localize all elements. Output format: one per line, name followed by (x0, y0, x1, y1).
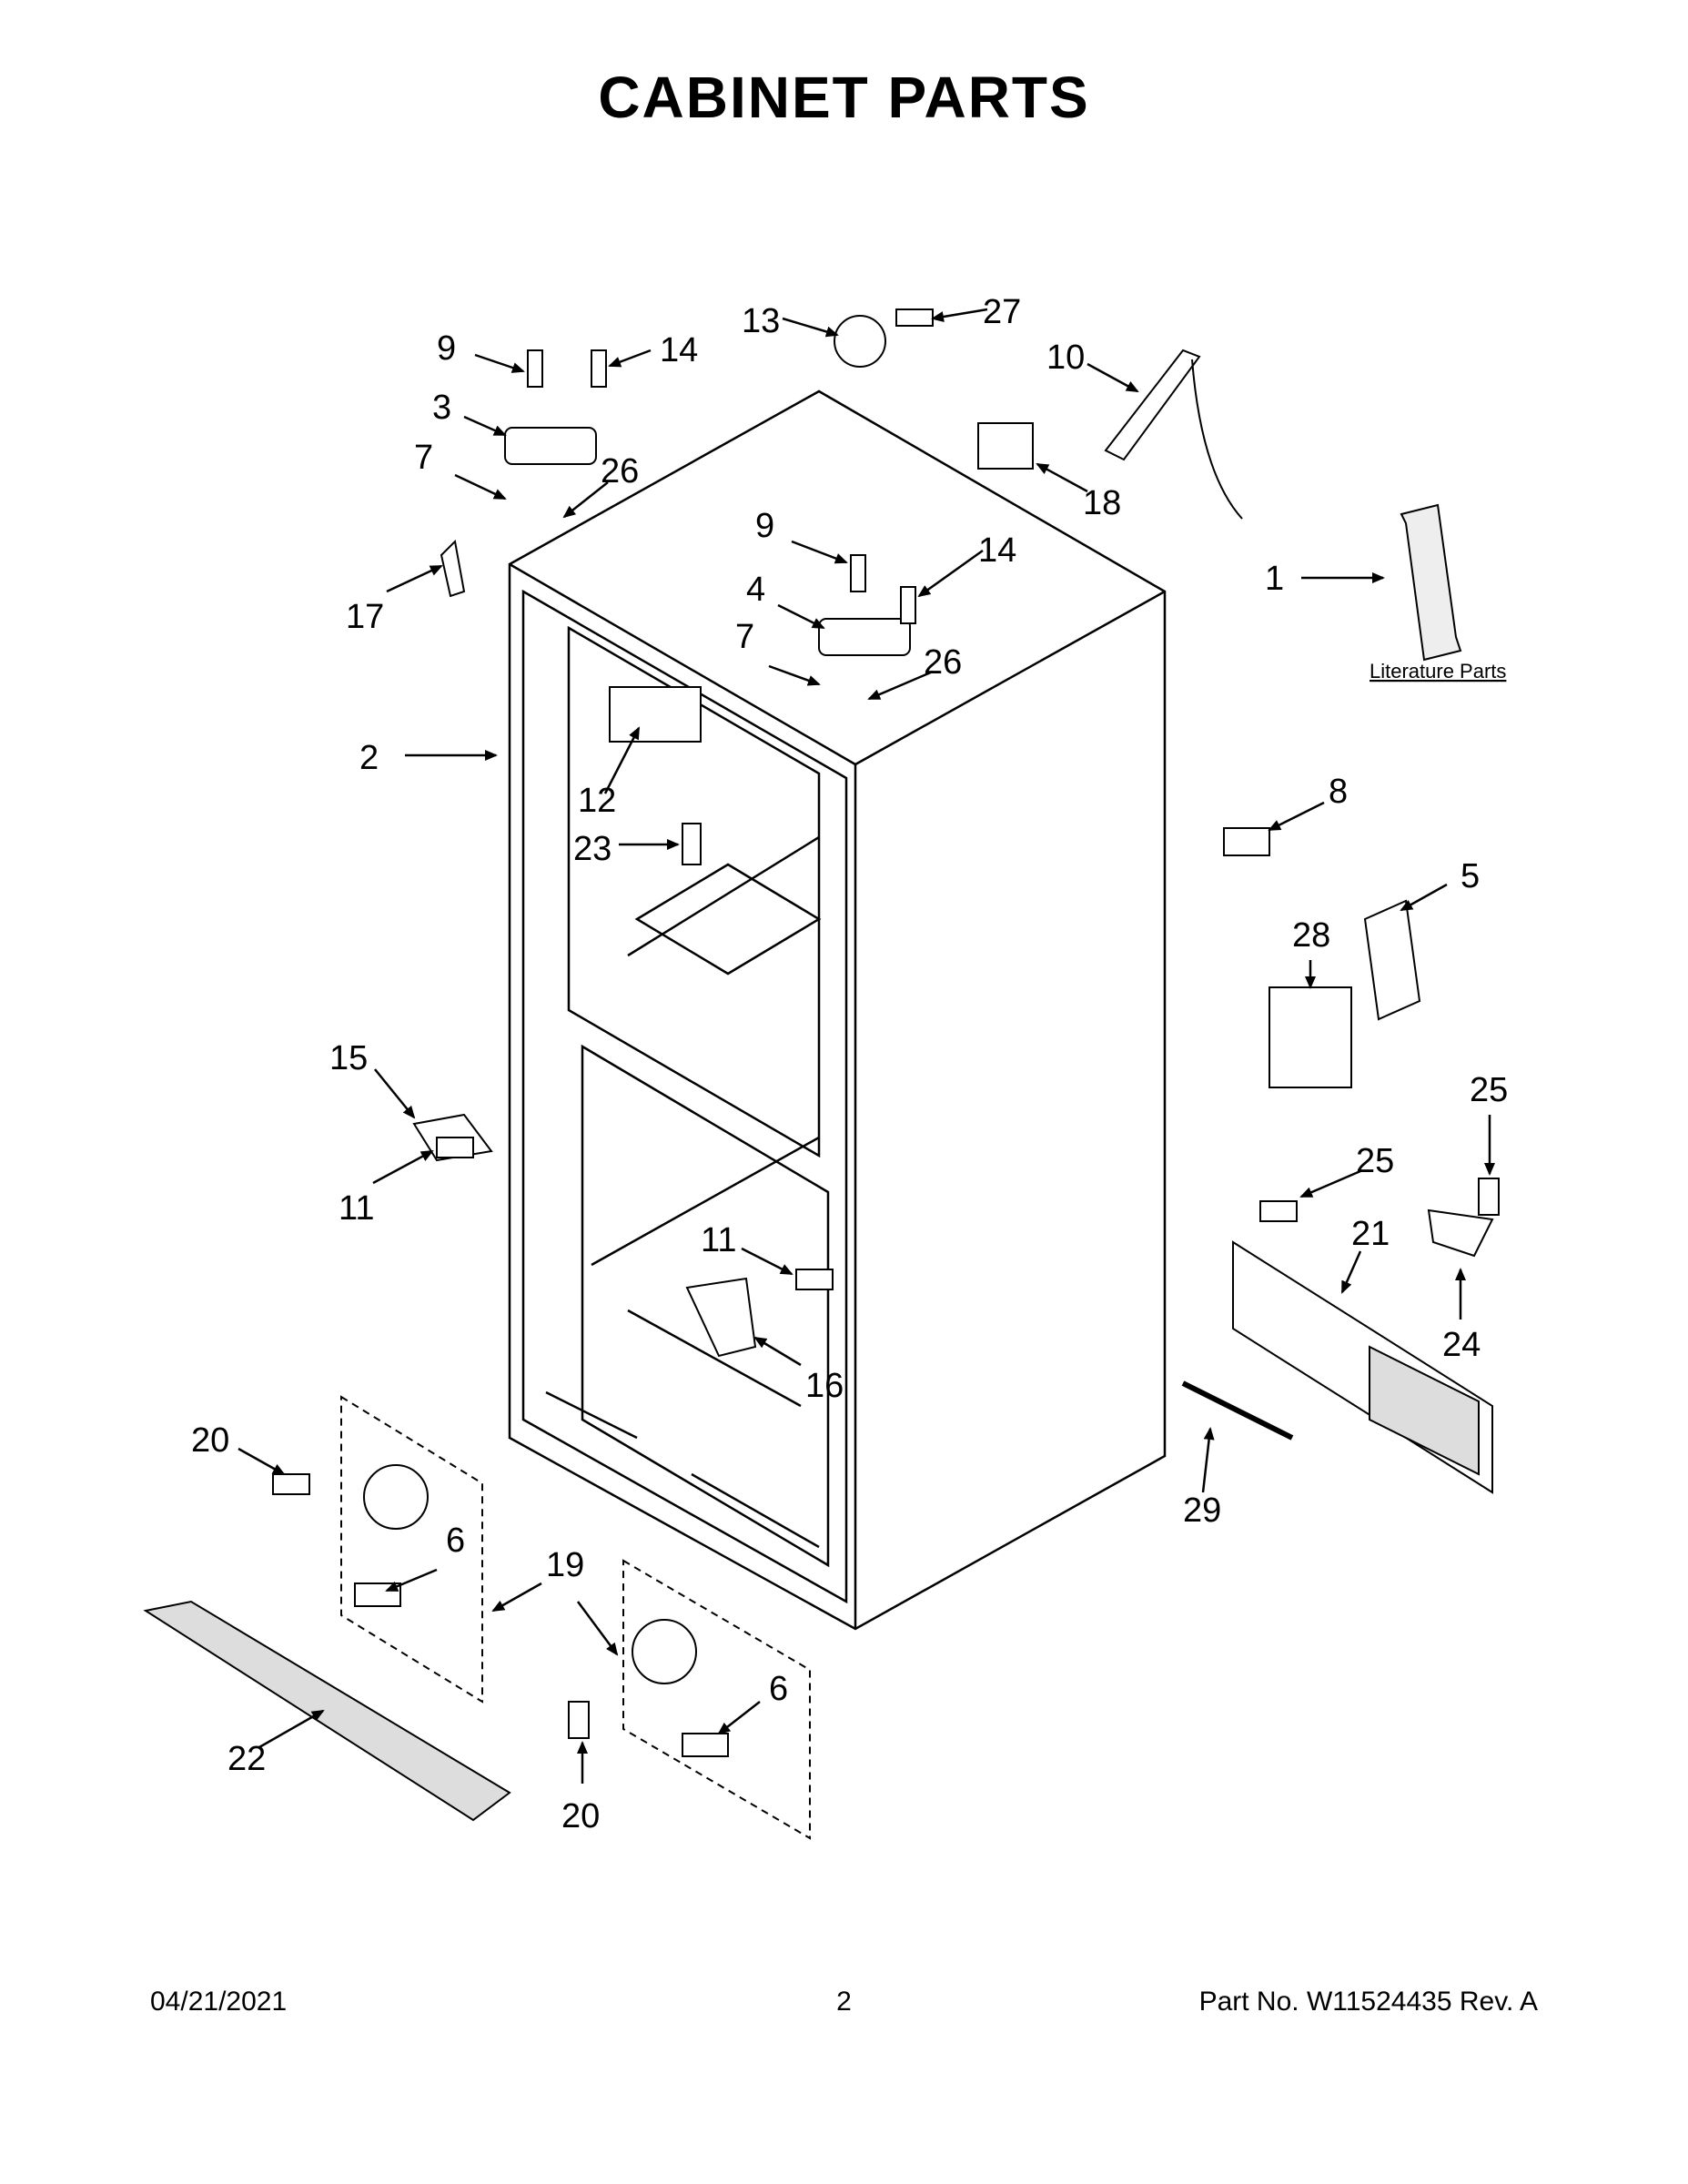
screw-20a-part (272, 1473, 310, 1495)
callout-label: 9 (437, 329, 456, 368)
callout-label: 20 (191, 1421, 229, 1460)
callout-label: 16 (805, 1367, 844, 1405)
bracket-17-part (440, 539, 466, 598)
vent-grille-21-part (1369, 1345, 1480, 1476)
callout-label: 24 (1442, 1326, 1481, 1364)
screw-11a-part (436, 1137, 474, 1158)
leader-arrows (238, 308, 1495, 1784)
roller-left-box (340, 1395, 483, 1704)
cabinet-body (508, 389, 1167, 1631)
literature-book-1-part (1400, 503, 1462, 662)
callout-label: 8 (1329, 773, 1348, 811)
leveler-left-part (354, 1582, 401, 1607)
callout-label: 20 (561, 1797, 600, 1835)
callout-label: 6 (769, 1670, 788, 1708)
callout-label: 11 (339, 1189, 374, 1228)
hinge-top-right-part (818, 618, 911, 656)
callout-label: 7 (414, 439, 433, 477)
water-tube-10-part (1104, 349, 1201, 461)
roller-left-part (363, 1464, 429, 1530)
callout-label: 7 (735, 618, 754, 656)
screw-20b-part (568, 1701, 590, 1739)
callout-label: 18 (1083, 484, 1121, 522)
callout-label: 4 (746, 571, 765, 609)
bracket-12-part (609, 686, 702, 743)
screw-11b-part (795, 1269, 834, 1290)
clip-8-part (1223, 827, 1270, 856)
screw-23-part (682, 823, 702, 865)
callout-label: 21 (1351, 1215, 1390, 1253)
callout-label: 6 (446, 1522, 465, 1560)
toe-grille-22-part (143, 1600, 511, 1822)
leveler-right-part (682, 1733, 729, 1757)
roller-right-part (632, 1619, 697, 1684)
callout-label: 19 (546, 1546, 584, 1584)
screw-9a-part (527, 349, 543, 388)
valve-28-part (1269, 986, 1352, 1088)
screw-25a-part (1259, 1200, 1298, 1222)
callout-label: 11 (701, 1221, 736, 1259)
clamp-24-part (1427, 1208, 1494, 1258)
callout-label: 13 (742, 302, 780, 340)
callout-label: 2 (359, 739, 379, 777)
hinge-top-left-part (504, 427, 597, 465)
callout-label: 12 (578, 782, 616, 820)
callout-labels: 9 14 3 7 26 17 2 13 27 10 18 1 9 14 4 7 … (191, 293, 1508, 1835)
screw-14b-part (900, 586, 916, 624)
callout-label: 3 (432, 389, 451, 427)
screw-25b-part (1478, 1178, 1500, 1216)
wheel-13-part (834, 315, 886, 368)
callout-label: 9 (755, 507, 774, 545)
callout-label: 28 (1292, 916, 1330, 955)
clip-18-part (977, 422, 1034, 470)
callout-label: 27 (983, 293, 1021, 331)
seal-strip-29-part (1181, 1380, 1294, 1441)
footer-page-number: 2 (836, 1987, 852, 2017)
literature-parts-label: Literature Parts (1370, 660, 1506, 682)
callout-label: 15 (329, 1039, 368, 1077)
footer-part-number: Part No. W11524435 Rev. A (1198, 1987, 1538, 2017)
callout-label: 1 (1265, 560, 1284, 598)
callout-label: 5 (1461, 857, 1480, 895)
callout-label: 26 (601, 452, 639, 490)
callout-label: 22 (227, 1740, 266, 1778)
callout-label: 23 (573, 830, 612, 868)
callout-label: 25 (1356, 1142, 1394, 1180)
water-line-10-part (1191, 359, 1243, 520)
callout-label: 17 (346, 598, 384, 636)
screw-14a-part (591, 349, 607, 388)
callout-label: 26 (924, 643, 962, 682)
footer-date: 04/21/2021 (150, 1987, 288, 2017)
callout-label: 25 (1470, 1071, 1508, 1109)
screw-27-part (895, 308, 934, 327)
callout-label: 14 (660, 331, 698, 369)
callout-label: 10 (1046, 339, 1085, 377)
page-title: CABINET PARTS (598, 65, 1090, 130)
screw-9b-part (850, 554, 866, 592)
roller-right-box (622, 1559, 811, 1840)
callout-label: 14 (978, 531, 1016, 570)
cover-5-part (1363, 899, 1421, 1021)
callout-label: 29 (1183, 1491, 1221, 1530)
